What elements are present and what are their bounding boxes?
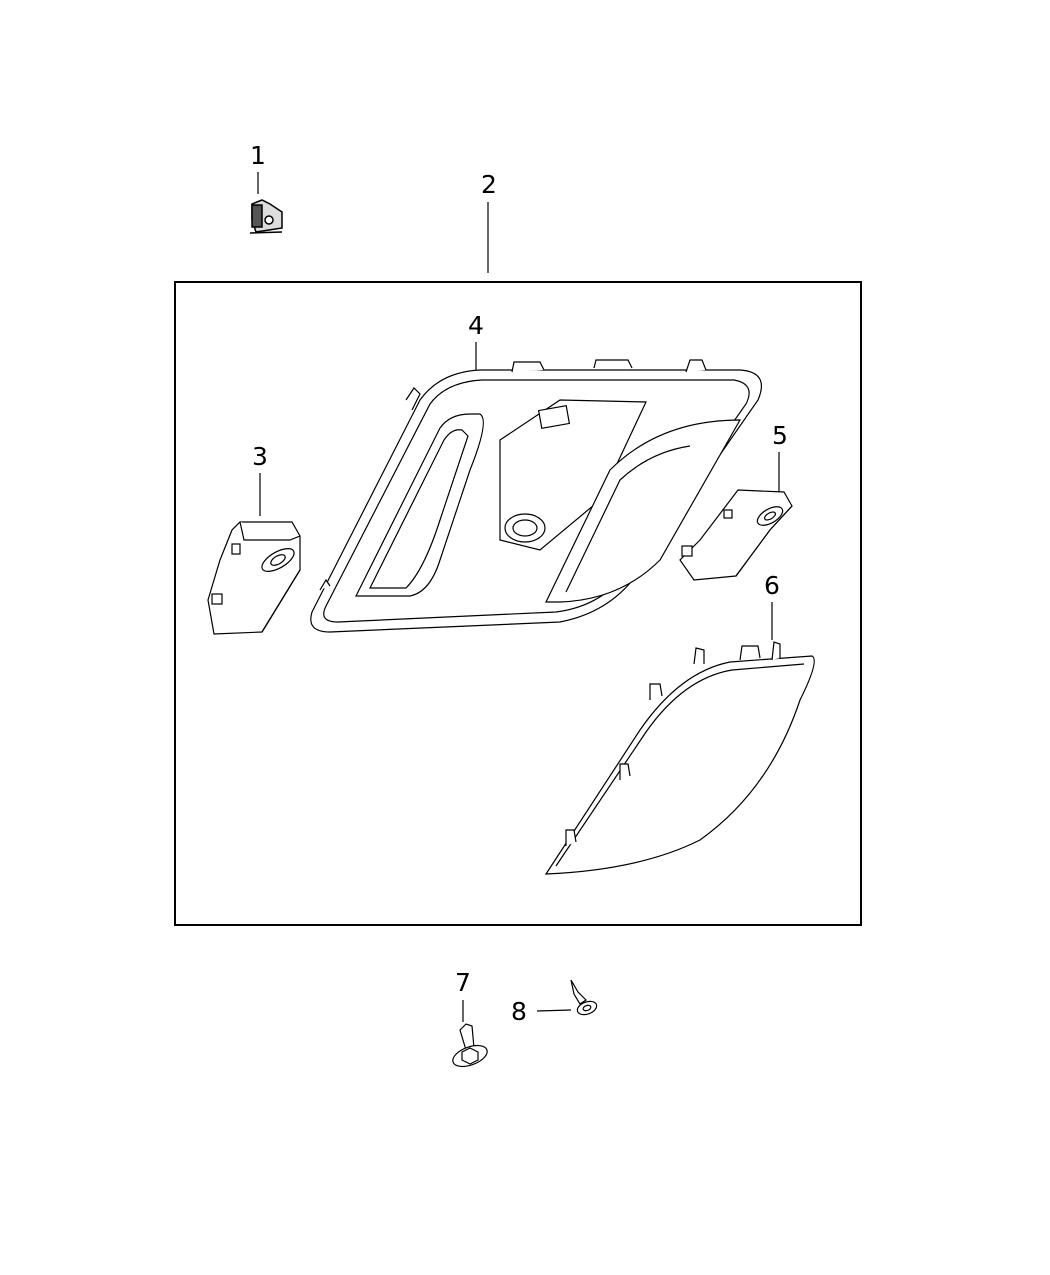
callout-5: 5 [772,421,788,450]
part-3-left-lamp-icon [207,521,301,635]
part-1-clip-icon [249,199,283,234]
callout-2: 2 [481,170,497,199]
part-4-console-housing-icon [310,359,762,633]
part-7-screw-washer-icon [452,1023,488,1068]
callout-4: 4 [468,311,484,340]
part-5-right-lamp-icon [679,489,793,581]
part-8-screw-icon [570,979,598,1016]
callout-1: 1 [250,141,266,170]
callout-8: 8 [511,997,527,1026]
group-frame [174,281,862,926]
callout-6: 6 [764,571,780,600]
callout-3: 3 [252,442,268,471]
callout-7: 7 [455,968,471,997]
leader-line-8 [536,1009,572,1012]
part-6-cover-icon [544,641,815,875]
